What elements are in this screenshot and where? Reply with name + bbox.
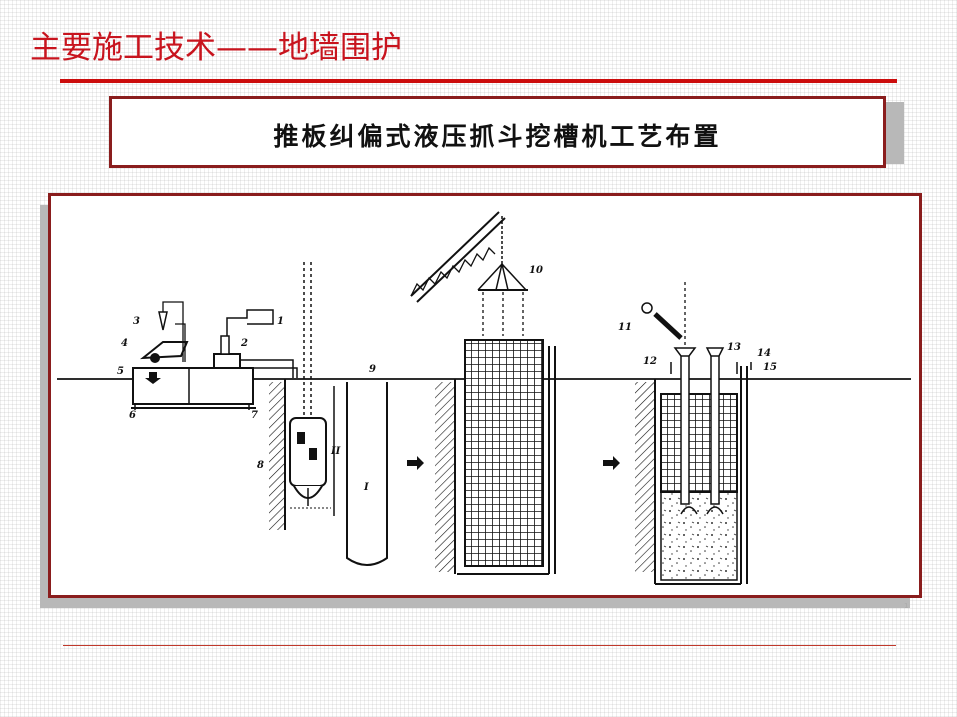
svg-text:13: 13	[727, 342, 741, 353]
reinforcement-cage-stage: 10	[410, 211, 556, 575]
process-diagram-drawing: II I 10	[57, 211, 911, 585]
completed-panel: I	[346, 382, 388, 566]
step-arrow-2	[603, 456, 620, 470]
process-diagram: II I 10	[48, 193, 922, 598]
slurry-station	[131, 301, 298, 410]
svg-text:6: 6	[129, 410, 136, 421]
footer-rule	[63, 645, 896, 646]
svg-text:5: 5	[117, 366, 124, 377]
svg-text:14: 14	[757, 348, 771, 359]
svg-text:1: 1	[277, 316, 284, 327]
title-underline	[60, 79, 897, 83]
svg-text:8: 8	[257, 460, 264, 471]
step-arrow-1	[407, 456, 424, 470]
svg-text:3: 3	[133, 316, 140, 327]
svg-text:4: 4	[121, 338, 128, 349]
svg-text:11: 11	[618, 322, 632, 333]
svg-text:10: 10	[529, 265, 543, 276]
concrete-pouring-stage: 11 12 13 14 15	[618, 282, 777, 585]
equipment-labels: 1 2 3 4 5 6 7 8 9	[117, 316, 376, 471]
svg-text:15: 15	[763, 362, 777, 373]
svg-text:7: 7	[251, 410, 258, 421]
trench-excavation: II	[269, 262, 341, 530]
svg-text:2: 2	[240, 338, 248, 349]
figure-caption: 推板纠偏式液压抓斗挖槽机工艺布置	[273, 122, 722, 151]
svg-text:9: 9	[369, 364, 376, 375]
svg-text:II: II	[330, 446, 341, 457]
subtitle-box: 推板纠偏式液压抓斗挖槽机工艺布置	[109, 96, 886, 168]
page-number: 1	[904, 602, 909, 610]
svg-text:12: 12	[643, 356, 657, 367]
svg-text:I: I	[363, 482, 369, 493]
slide-title: 主要施工技术——地墙围护	[30, 30, 402, 66]
